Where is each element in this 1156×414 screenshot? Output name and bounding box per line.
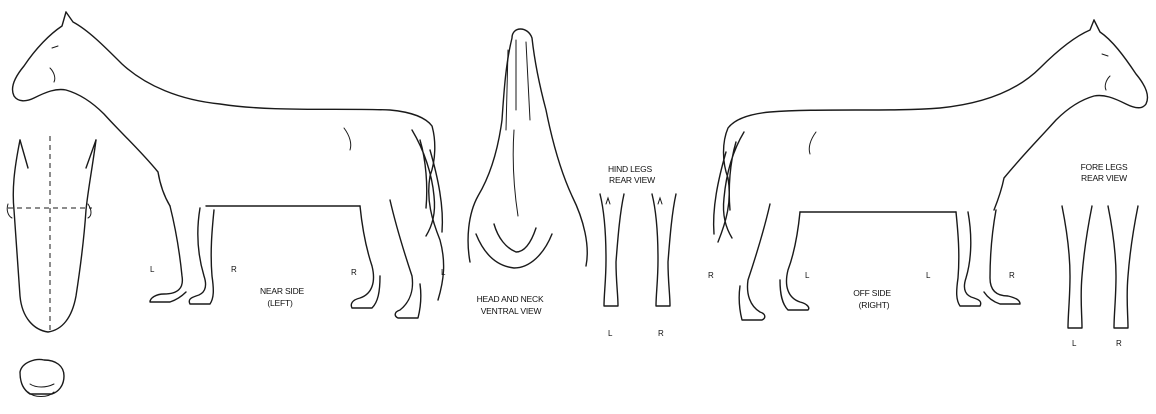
- near-left-fore-marker: L: [150, 265, 155, 274]
- near-left-hind-marker: L: [441, 268, 446, 277]
- off-side-sub-label: (RIGHT): [859, 300, 890, 310]
- off-side-label: OFF SIDE: [853, 288, 891, 298]
- near-side-horse-drawing: [12, 12, 443, 318]
- face-front-view-drawing: [7, 136, 96, 332]
- hind-view-left-marker: L: [608, 329, 613, 338]
- head-neck-ventral-drawing: [468, 29, 587, 268]
- hind-view-right-marker: R: [658, 329, 664, 338]
- hind-legs-sub-label: REAR VIEW: [609, 175, 655, 185]
- labels: NEAR SIDE (LEFT) HEAD AND NECK VENTRAL V…: [150, 162, 1128, 348]
- fore-legs-label: FORE LEGS: [1081, 162, 1128, 172]
- off-left-hind-marker: L: [805, 271, 810, 280]
- off-left-fore-marker: L: [926, 271, 931, 280]
- off-right-hind-marker: R: [708, 271, 714, 280]
- fore-view-right-marker: R: [1116, 339, 1122, 348]
- near-right-hind-marker: R: [351, 268, 357, 277]
- near-side-sub-label: (LEFT): [267, 298, 293, 308]
- fore-legs-sub-label: REAR VIEW: [1081, 173, 1127, 183]
- fore-legs-rear-view-drawing: [1062, 206, 1138, 328]
- hind-legs-rear-view-drawing: [600, 194, 676, 306]
- head-neck-label: HEAD AND NECK: [477, 294, 544, 304]
- fore-view-left-marker: L: [1072, 339, 1077, 348]
- muzzle-view-drawing: [20, 360, 64, 397]
- hind-legs-label: HIND LEGS: [608, 164, 653, 174]
- off-right-fore-marker: R: [1009, 271, 1015, 280]
- near-right-fore-marker: R: [231, 265, 237, 274]
- head-neck-sub-label: VENTRAL VIEW: [481, 306, 542, 316]
- near-side-label: NEAR SIDE: [260, 286, 305, 296]
